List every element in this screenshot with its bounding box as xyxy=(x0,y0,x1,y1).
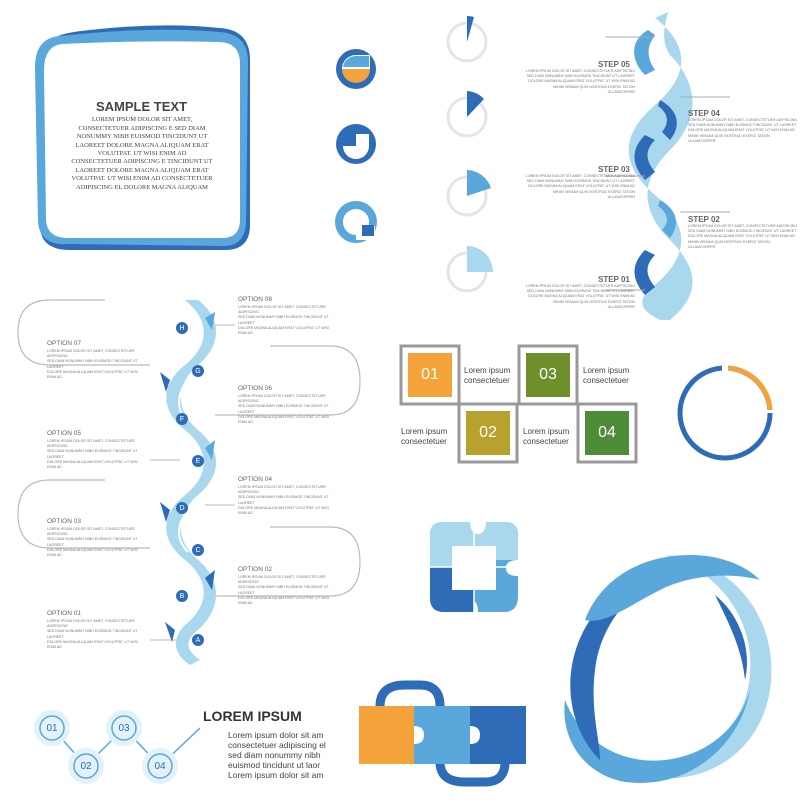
square-02: 02 xyxy=(466,411,510,455)
lorem-line-3: sed diam nonummy nibh xyxy=(228,750,321,760)
step-label-4: STEP 04 xyxy=(688,109,720,118)
option-marker-d: D xyxy=(176,502,188,514)
option-blurb-6: LOREM IPSUM DOLOR SIT AMET, CONSECTETUER… xyxy=(238,394,329,425)
option-marker-f: F xyxy=(176,413,188,425)
square-text-01-line2: consectetuer xyxy=(464,376,510,385)
sample-title: SAMPLE TEXT xyxy=(96,99,188,114)
option-blurb-3: LOREM IPSUM DOLOR SIT AMET, CONSECTETUER… xyxy=(47,527,138,558)
option-label-3: OPTION 03 xyxy=(47,518,81,525)
option-label-8: OPTION 08 xyxy=(238,296,272,303)
square-text-02-line1: Lorem ipsum xyxy=(401,427,448,436)
progress-ring-3 xyxy=(446,170,491,217)
option-marker-e: E xyxy=(192,455,204,467)
square-text-04-line2: consectetuer xyxy=(523,437,569,446)
square-text-02-line2: consectetuer xyxy=(401,437,447,446)
step-blurb-5: LOREM IPSUM DOLOR SIT AMET, CONSECTETUER… xyxy=(525,69,635,94)
option-blurb-4: LOREM IPSUM DOLOR SIT AMET, CONSECTETUER… xyxy=(238,485,329,516)
square-text-03-line2: consectetuer xyxy=(583,376,629,385)
square-text-01: Lorem ipsum consectetuer xyxy=(464,366,510,386)
lorem-title: LOREM IPSUM xyxy=(203,708,302,724)
square-text-03-line1: Lorem ipsum xyxy=(583,366,630,375)
square-01: 01 xyxy=(408,353,452,397)
step-blurb-1: LOREM IPSUM DOLOR SIT AMET, CONSECTETUER… xyxy=(525,284,635,309)
option-marker-g: G xyxy=(192,365,204,377)
square-04: 04 xyxy=(585,411,629,455)
ring-icon-3 xyxy=(335,201,377,243)
square-text-03: Lorem ipsum consectetuer xyxy=(583,366,629,386)
option-label-7: OPTION 07 xyxy=(47,340,81,347)
lorem-lines: Lorem ipsum dolor sit am consectetuer ad… xyxy=(228,730,326,780)
option-blurb-8: LOREM IPSUM DOLOR SIT AMET, CONSECTETUER… xyxy=(238,305,329,336)
pie-icon-2 xyxy=(336,124,376,164)
process-circle-03: 03 xyxy=(118,722,130,734)
progress-ring-1 xyxy=(446,16,488,63)
step-blurb-4: LOREM IPSUM DOLOR SIT AMET, CONSECTETUER… xyxy=(688,118,798,143)
process-circle-01: 01 xyxy=(46,722,58,734)
step-label-3: STEP 03 xyxy=(598,165,630,174)
pie-icon-1 xyxy=(336,49,376,89)
square-text-02: Lorem ipsum consectetuer xyxy=(401,427,447,447)
lorem-line-2: consectetuer adipiscing el xyxy=(228,740,326,750)
step-label-1: STEP 01 xyxy=(598,275,630,284)
square-text-04: Lorem ipsum consectetuer xyxy=(523,427,569,447)
option-marker-a: A xyxy=(192,634,204,646)
progress-ring-2 xyxy=(446,91,488,138)
option-marker-h: H xyxy=(176,322,188,334)
step-label-5: STEP 05 xyxy=(598,60,630,69)
option-blurb-1: LOREM IPSUM DOLOR SIT AMET, CONSECTETUER… xyxy=(47,619,138,650)
sample-paragraph-2: CONSECTETUER ADIPISCING E TINCIDUNT UT L… xyxy=(71,158,213,191)
option-label-5: OPTION 05 xyxy=(47,430,81,437)
option-blurb-7: LOREM IPSUM DOLOR SIT AMET, CONSECTETUER… xyxy=(47,349,138,380)
option-marker-b: B xyxy=(176,590,188,602)
option-marker-c: C xyxy=(192,544,204,556)
step-blurb-3: LOREM IPSUM DOLOR SIT AMET, CONSECTETUER… xyxy=(525,174,635,199)
option-label-1: OPTION 01 xyxy=(47,610,81,617)
step-blurb-2: LOREM IPSUM DOLOR SIT AMET, CONSECTETUER… xyxy=(688,224,798,249)
process-circle-02: 02 xyxy=(80,760,92,772)
sample-paragraph-1: LOREM IPSUM DOLOR SIT AMET, CONSECTETUER… xyxy=(75,116,209,157)
lorem-line-5: Lorem ipsum dolor sit am xyxy=(228,770,324,780)
option-blurb-2: LOREM IPSUM DOLOR SIT AMET, CONSECTETUER… xyxy=(238,575,329,606)
option-blurb-5: LOREM IPSUM DOLOR SIT AMET, CONSECTETUER… xyxy=(47,439,138,470)
square-text-04-line1: Lorem ipsum xyxy=(523,427,570,436)
progress-ring-4 xyxy=(446,246,493,293)
square-03: 03 xyxy=(526,353,570,397)
square-text-01-line1: Lorem ipsum xyxy=(464,366,511,375)
lorem-line-4: euismod tincidunt ut laor xyxy=(228,760,321,770)
step-label-2: STEP 02 xyxy=(688,215,720,224)
option-label-6: OPTION 06 xyxy=(238,385,272,392)
option-label-4: OPTION 04 xyxy=(238,476,272,483)
lorem-line-1: Lorem ipsum dolor sit am xyxy=(228,730,324,740)
option-label-2: OPTION 02 xyxy=(238,566,272,573)
process-circle-04: 04 xyxy=(154,760,166,772)
